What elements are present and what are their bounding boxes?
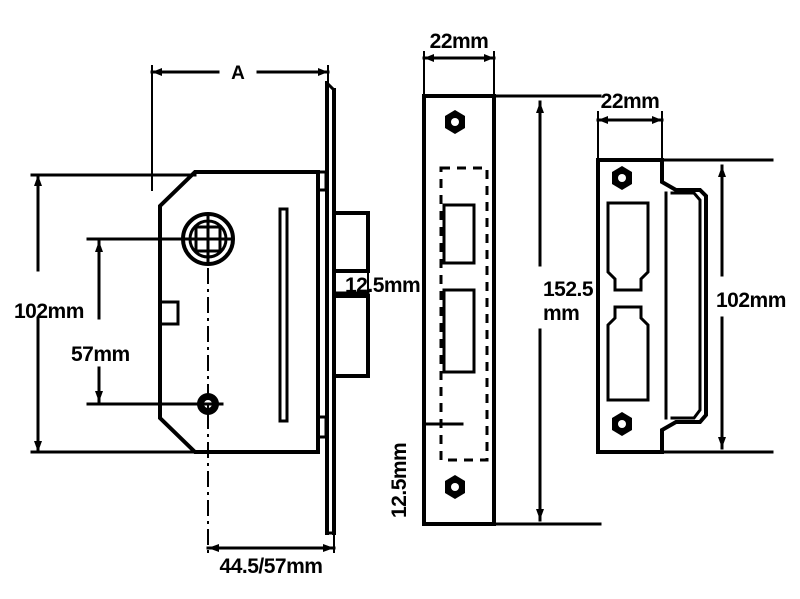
keyhole-to-bolt-label: 57mm [71,343,130,366]
strike-latch-aperture [606,201,650,292]
faceplate-screw-bottom [445,475,465,499]
dimension-A-label: A [231,63,245,84]
faceplate-screw-top [445,110,465,134]
dimension-A: A [150,63,330,191]
latch-bolt [332,211,370,273]
faceplate-width-label: 22mm [430,30,489,53]
strike-width-label: 22mm [601,90,660,113]
front-faceplate [316,80,337,535]
strike-box-keep-line [670,191,702,420]
backset-label: 44.5/57mm [220,555,323,578]
dimension-backset: 44.5/57mm [206,532,336,578]
faceplate-height-label: 152.5 [543,278,594,301]
strike-bolt-aperture [606,305,650,402]
side-view: 22mm 12.5mm [388,30,602,526]
dead-bolt [332,294,370,378]
faceplate-height-unit-label: mm [543,302,579,325]
front-view: A [14,63,421,578]
strike-screw-top [612,166,632,190]
dimension-bolt-throw: 12.5mm [332,270,421,297]
faceplate-bolt-aperture [442,288,476,374]
bolt-throw-label: 12.5mm [345,274,420,297]
dimension-strike-height: 102mm [646,158,786,454]
case-inner-slot [278,207,289,423]
faceplate-offset-label: 12.5mm [388,443,411,518]
dimension-strike-width: 22mm [596,90,664,161]
dimension-faceplate-height: 152.5 mm [492,94,602,526]
case-height-label: 102mm [14,300,84,323]
latch-bolt-body [332,211,370,273]
case-projection-dashed [439,166,489,462]
dimension-faceplate-offset: 12.5mm [388,422,464,518]
faceplate-latch-aperture [442,203,476,265]
case-side-notch [158,300,180,326]
strike-screw-bottom [612,412,632,436]
strike-height-label: 102mm [716,289,786,312]
dead-bolt-body [332,294,370,378]
dimension-faceplate-width: 22mm [422,30,496,96]
dimension-keyhole-to-bolt: 57mm [71,239,130,404]
dimension-case-height: 102mm [14,173,197,454]
lock-case-outline [158,170,320,454]
strike-plate-view: 22mm [596,90,786,454]
